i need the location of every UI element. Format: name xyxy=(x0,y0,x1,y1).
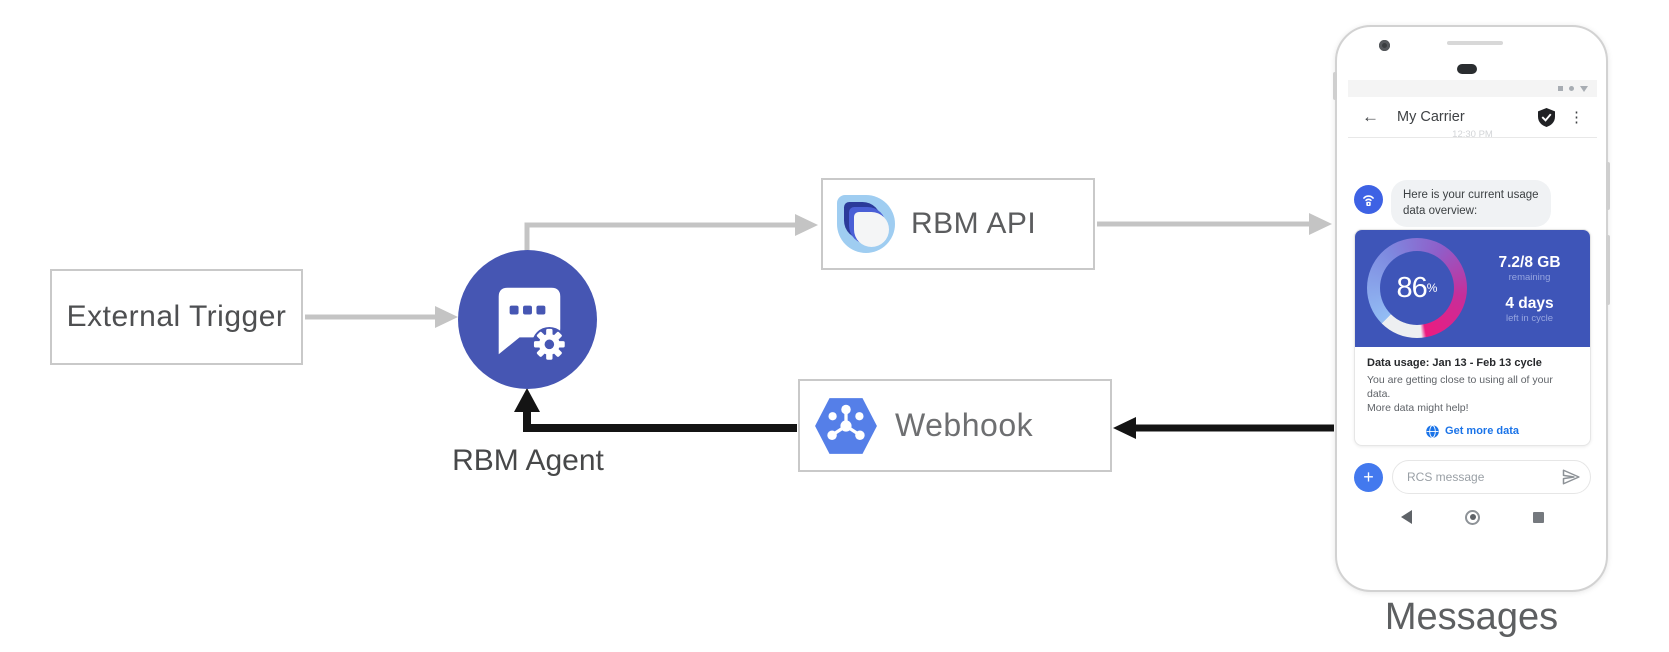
external-trigger-node: External Trigger xyxy=(50,269,303,365)
agent-message-line1: Here is your current usage xyxy=(1403,189,1539,201)
agent-message-bubble: Here is your current usage data overview… xyxy=(1391,180,1551,228)
usage-gauge: 86% xyxy=(1367,238,1467,338)
usage-percent-unit: % xyxy=(1426,281,1438,295)
days-left-label: left in cycle xyxy=(1506,312,1553,324)
messages-caption: Messages xyxy=(1384,596,1559,638)
verified-shield-icon xyxy=(1538,107,1555,127)
data-remaining-label: remaining xyxy=(1508,271,1551,283)
volume-button xyxy=(1606,235,1610,305)
send-icon[interactable] xyxy=(1562,469,1580,485)
globe-icon xyxy=(1426,424,1439,438)
usage-percent: 86 xyxy=(1396,271,1428,304)
message-composer: + xyxy=(1354,460,1591,494)
nav-home-icon[interactable] xyxy=(1465,509,1480,525)
header-divider xyxy=(1348,137,1597,138)
rbm-api-label: RBM API xyxy=(911,207,1037,240)
front-camera xyxy=(1379,40,1390,51)
arrow-agent-to-api xyxy=(524,214,818,252)
get-more-data-button[interactable]: Get more data xyxy=(1367,424,1578,438)
chat-gear-icon xyxy=(498,287,567,362)
rbm-agent-node xyxy=(458,250,597,389)
back-icon[interactable]: ← xyxy=(1362,107,1379,126)
overflow-menu-icon[interactable]: ⋮ xyxy=(1569,109,1584,126)
arrow-webhook-to-agent xyxy=(514,388,797,432)
speaker-slot xyxy=(1447,41,1503,45)
status-dot-icon xyxy=(1569,86,1574,91)
conversation-header: ← My Carrier ⋮ xyxy=(1348,97,1597,137)
usage-card-title: Data usage: Jan 13 - Feb 13 cycle xyxy=(1367,357,1542,369)
agent-message-row: Here is your current usage data overview… xyxy=(1354,180,1591,228)
arrow-trigger-to-agent xyxy=(305,306,458,328)
carrier-avatar xyxy=(1354,185,1383,214)
power-button xyxy=(1606,162,1610,210)
usage-stats: 7.2/8 GB remaining 4 days left in cycle xyxy=(1475,230,1584,347)
earpiece xyxy=(1457,64,1477,74)
rcs-message-input[interactable] xyxy=(1392,460,1591,494)
usage-rich-card: 86% 7.2/8 GB remaining 4 days left in cy… xyxy=(1354,229,1591,446)
webhook-node: Webhook xyxy=(798,379,1112,472)
android-nav-bar xyxy=(1348,504,1597,529)
rbm-agent-label: RBM Agent xyxy=(452,444,604,477)
status-bar xyxy=(1348,80,1597,97)
webhook-hexagon-icon xyxy=(815,397,877,454)
conversation-title: My Carrier xyxy=(1397,109,1465,125)
usage-card-hero: 86% 7.2/8 GB remaining 4 days left in cy… xyxy=(1355,230,1590,347)
sim-tray xyxy=(1333,72,1337,100)
phone-mockup: ← My Carrier ⋮ 12:30 PM xyxy=(1333,25,1610,592)
rbm-api-logo-icon xyxy=(837,195,895,253)
days-left-value: 4 days xyxy=(1505,294,1554,312)
status-triangle-icon xyxy=(1580,85,1588,92)
agent-message-line2: data overview: xyxy=(1403,204,1478,217)
nav-back-icon[interactable] xyxy=(1401,510,1412,524)
usage-card-text-line2: More data might help! xyxy=(1367,402,1469,415)
status-square-icon xyxy=(1558,86,1563,91)
arrow-api-to-phone xyxy=(1097,213,1332,235)
usage-card-body: Data usage: Jan 13 - Feb 13 cycle You ar… xyxy=(1355,347,1590,438)
attach-plus-button[interactable]: + xyxy=(1354,462,1383,492)
data-remaining-value: 7.2/8 GB xyxy=(1498,253,1561,271)
external-trigger-label: External Trigger xyxy=(66,300,287,333)
rbm-api-node: RBM API xyxy=(821,178,1095,270)
message-timestamp: 12:30 PM xyxy=(1452,129,1493,140)
phone-screen: ← My Carrier ⋮ 12:30 PM xyxy=(1348,80,1597,529)
nav-recents-icon[interactable] xyxy=(1533,511,1544,523)
get-more-data-label: Get more data xyxy=(1445,425,1519,438)
usage-card-text-line1: You are getting close to using all of yo… xyxy=(1367,374,1553,401)
webhook-label: Webhook xyxy=(895,407,1034,443)
antenna-wifi-icon xyxy=(1363,195,1374,206)
arrow-phone-to-webhook xyxy=(1113,417,1334,439)
